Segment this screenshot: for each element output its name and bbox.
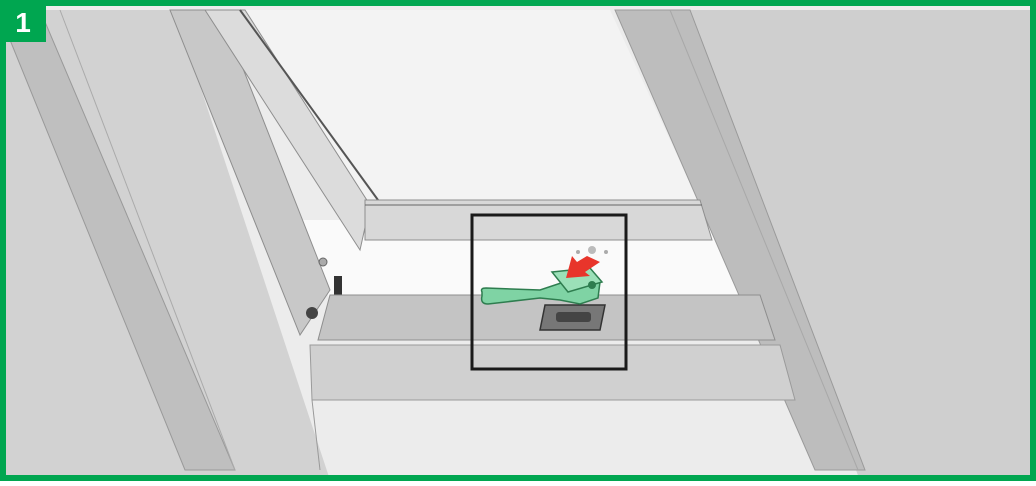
lining-rail	[310, 345, 795, 400]
pivot-screw	[306, 307, 318, 319]
step-number: 1	[15, 7, 31, 38]
sash-bottom-rail	[365, 200, 712, 240]
